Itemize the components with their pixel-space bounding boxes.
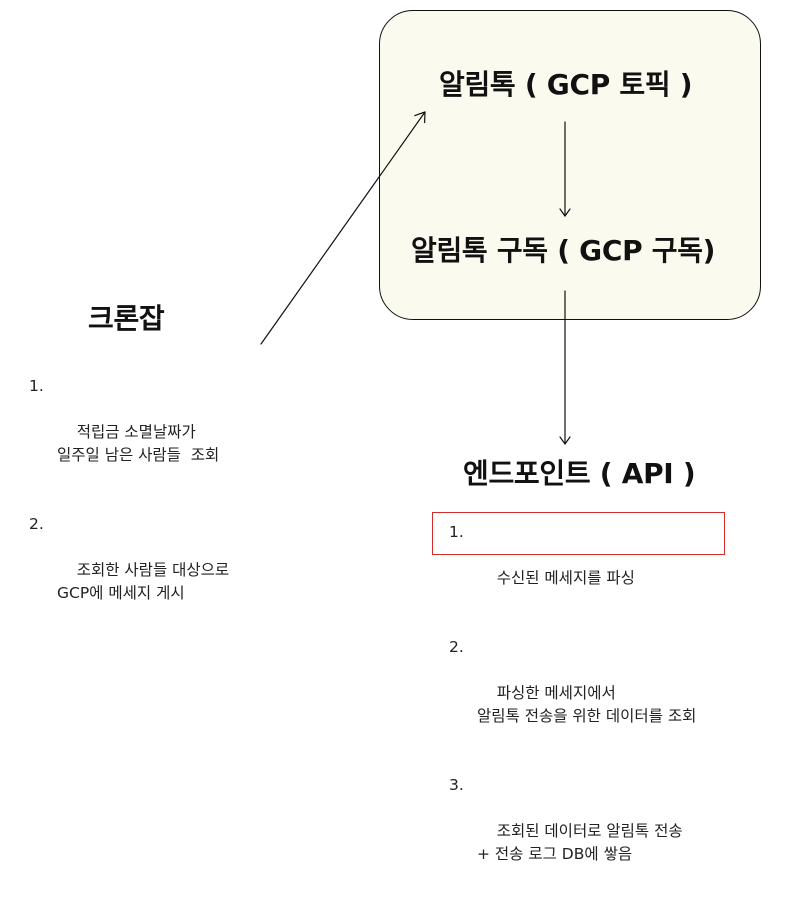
step-text: 수신된 메세지를 파싱 — [496, 569, 635, 587]
step-number: 2. — [449, 638, 464, 656]
step-number: 1. — [449, 523, 464, 541]
gcp-subscription-node: 알림톡 구독 ( GCP 구독) — [411, 234, 716, 267]
step-number: 3. — [449, 776, 464, 794]
step-text: 조회한 사람들 대상으로 GCP에 메세지 게시 — [57, 561, 230, 602]
endpoint-step: 3. 조회된 데이터로 알림톡 전송 + 전송 로그 DB에 쌓음 — [449, 774, 696, 889]
step-number: 2. — [29, 515, 44, 533]
cronjob-step: 1. 적립금 소멸날짜가 일주일 남은 사람들 조회 — [29, 375, 229, 490]
cronjob-node: 크론잡 — [88, 302, 165, 335]
topic-to-subscription-arrow — [559, 121, 571, 217]
step-text: 조회된 데이터로 알림톡 전송 + 전송 로그 DB에 쌓음 — [477, 822, 683, 863]
endpoint-node: 엔드포인트 ( API ) — [463, 457, 696, 490]
cronjob-step: 2. 조회한 사람들 대상으로 GCP에 메세지 게시 — [29, 513, 229, 628]
step-text: 적립금 소멸날짜가 일주일 남은 사람들 조회 — [57, 423, 220, 464]
cronjob-to-topic-arrow — [260, 111, 426, 345]
cronjob-step-list: 1. 적립금 소멸날짜가 일주일 남은 사람들 조회 2. 조회한 사람들 대상… — [29, 375, 229, 651]
highlight-box — [432, 512, 725, 555]
step-text: 파싱한 메세지에서 알림톡 전송을 위한 데이터를 조회 — [477, 684, 697, 725]
step-number: 1. — [29, 377, 44, 395]
gcp-topic-node: 알림톡 ( GCP 토픽 ) — [439, 68, 693, 101]
endpoint-step: 2. 파싱한 메세지에서 알림톡 전송을 위한 데이터를 조회 — [449, 636, 696, 751]
arrow-layer — [260, 111, 571, 445]
gcp-group-box — [379, 10, 761, 320]
endpoint-step: 1. 수신된 메세지를 파싱 — [449, 521, 696, 613]
subscription-to-endpoint-arrow — [559, 290, 571, 445]
